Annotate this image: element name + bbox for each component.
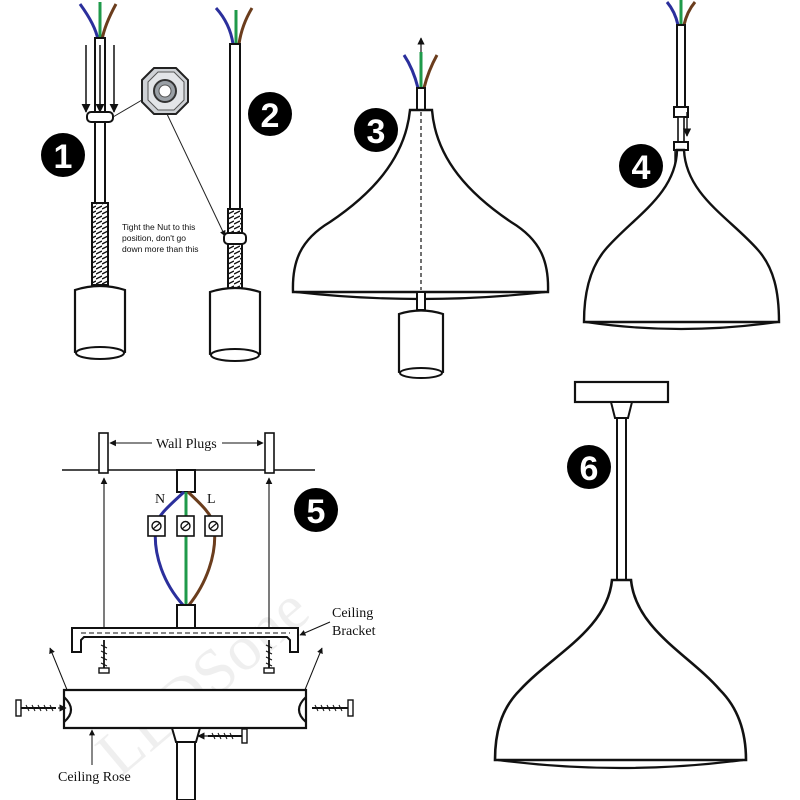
side-screw-left [15, 699, 67, 717]
nut-note-line-1: Tight the Nut to this [122, 222, 195, 232]
step-6-number: 6 [580, 450, 599, 488]
step-6-figure: 6 [493, 380, 748, 770]
watermark-text: LEDSone [83, 573, 322, 790]
wall-plugs-label: Wall Plugs [156, 437, 217, 452]
grub-screw [197, 728, 248, 744]
step-3-number: 3 [367, 113, 386, 151]
live-label: L [207, 492, 216, 507]
ceiling-rose-label: Ceiling Rose [58, 770, 131, 785]
ceiling-bracket-label-1: Ceiling [332, 606, 373, 621]
neutral-wire [153, 490, 186, 607]
step-6-shade [493, 578, 748, 762]
step-4-badge [619, 144, 663, 188]
step-4-figure: 4 [582, 0, 781, 331]
step-6-cable [616, 417, 627, 581]
live-wire [186, 490, 217, 606]
step-2-cable [229, 43, 241, 210]
step-1-badge [41, 133, 85, 177]
step-2-brown-wire [237, 7, 254, 45]
step-4-number: 4 [632, 149, 651, 187]
step-2-nut [223, 232, 247, 245]
step-4-cable [676, 24, 686, 108]
step-3-shade [291, 108, 550, 294]
neutral-label: N [155, 492, 165, 507]
step-1-threaded-rod [91, 202, 109, 286]
nut-note-line-3: down more than this [122, 244, 199, 254]
bracket-screw-right [263, 640, 275, 674]
step-1-nut [86, 111, 114, 123]
wall-plug-right [264, 432, 275, 474]
wall-plug-left [98, 432, 109, 474]
step-2-threaded-rod [227, 208, 243, 290]
ceiling-rose [62, 688, 308, 730]
step-5-figure: Wall Plugs N L [15, 432, 376, 800]
step-3-figure: 3 [291, 37, 550, 379]
ceiling-bracket [71, 627, 299, 653]
step-3-badge [354, 108, 398, 152]
bracket-screw-left [98, 640, 110, 674]
step-4-shade [582, 148, 781, 324]
step-2-figure: 2 Tight the Nut to this position, don't … [122, 6, 292, 362]
step-2-number: 2 [261, 97, 280, 135]
ceiling-bracket-label-2: Bracket [332, 624, 376, 639]
step-3-lamp-holder [397, 309, 445, 378]
step-1-number: 1 [54, 138, 73, 176]
step-1-brown-wire [100, 3, 118, 41]
step-6-badge [567, 445, 611, 489]
terminal-block [147, 515, 223, 537]
hex-nut-illustration [112, 67, 226, 237]
step-5-number: 5 [307, 493, 326, 531]
step-1-blue-wire [78, 3, 100, 41]
step-6-ceiling-rose [573, 380, 670, 404]
step-1-figure: 1 [41, 2, 127, 360]
nut-note-line-2: position, don't go [122, 233, 186, 243]
step-2-blue-wire [214, 6, 235, 45]
step-5-badge [294, 488, 338, 532]
side-screw-right [312, 699, 354, 717]
step-2-badge [248, 92, 292, 136]
